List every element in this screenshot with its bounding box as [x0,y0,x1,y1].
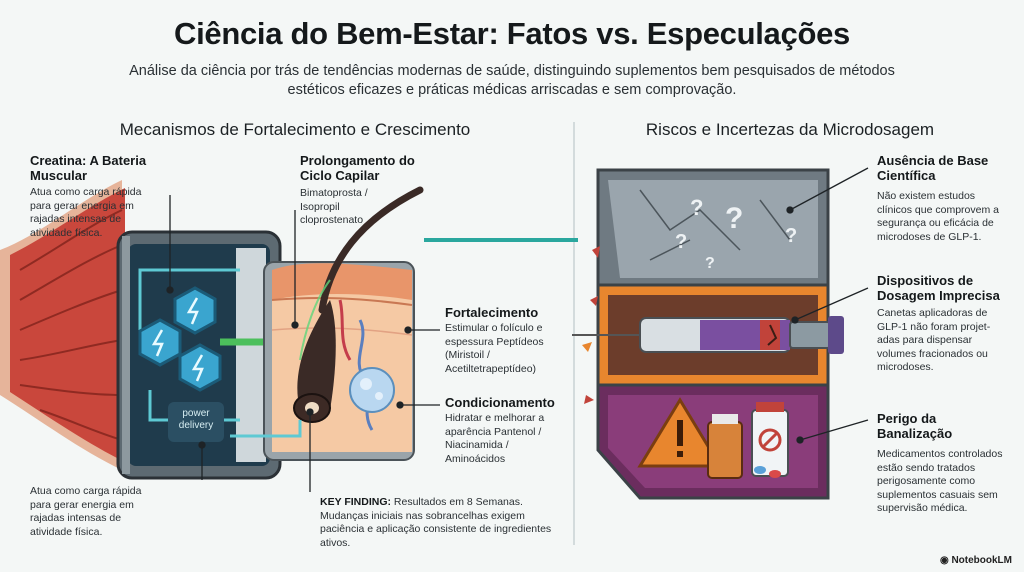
page-subtitle: Análise da ciência por trás de tendência… [129,63,895,98]
prolongamento-text: Bimatoprosta / Isopropil cloprostenato [300,187,368,226]
hexagon-energy-icon [138,318,182,367]
right-pointer-lines [786,167,869,444]
key-finding-headline: Resultados em 8 Semanas. [393,496,523,508]
question-mark-icon: ? [690,195,703,220]
ausencia-text: Não existem estudos clínicos que comprov… [877,190,999,243]
fortalecimento-text: Estimular o folículo e espessura Peptíde… [445,322,544,375]
prohibited-bottle-icon [751,409,789,477]
condicionamento-text: Hidratar e melhorar a aparência Pantenol… [445,412,545,465]
condicionamento-title: Condicionamento [445,395,555,410]
hexagon-energy-icon [178,343,222,392]
skin-cross-section [230,186,424,461]
left-section-heading: Mecanismos de Fortalecimento e Crescimen… [119,120,471,139]
battery-illustration [116,230,298,480]
ausencia-title: Ausência de Base Científica [877,153,989,183]
notebooklm-logo-icon: ◉ [939,555,952,566]
question-mark-icon: ? [785,225,797,247]
fortalecimento-title: Fortalecimento [445,305,539,320]
question-mark-icon: ? [675,231,687,253]
right-section-heading: Riscos e Incertezas da Microdosagem [645,120,935,139]
creatina-text: Atua como carga rápida para gerar energi… [30,186,142,239]
brand-label: NotebookLM [951,555,1012,566]
bottom-left-text: Atua como carga rápida para gerar energi… [30,485,142,538]
page-title: Ciência do Bem-Estar: Fatos vs. Especula… [174,16,850,51]
left-pointer-lines [166,195,440,492]
muscle-illustration [0,180,125,470]
dispositivos-text: Canetas aplicadoras de GLP-1 não foram p… [877,307,991,373]
key-finding-block: KEY FINDING: Resultados em 8 Semanas. Mu… [320,496,570,550]
key-finding-label: KEY FINDING: [320,496,391,508]
perigo-title: Perigo da Banalização [877,411,953,441]
key-finding-text: Mudanças iniciais nas sobrancelhas exige… [320,509,552,549]
power-delivery-label: power delivery [178,408,214,431]
hexagon-energy-icon [173,286,217,335]
pill-bottle-icon [707,421,743,479]
dispositivos-title: Dispositivos de Dosagem Imprecisa [877,273,1000,303]
notebooklm-brand: ◉ NotebookLM [940,555,1012,566]
question-mark-icon: ? [725,202,743,235]
cracked-vault-illustration: ? ? ? ? ? [572,168,844,500]
prolongamento-title: Prolongamento do Ciclo Capilar [300,153,415,183]
creatina-title: Creatina: A Bateria Muscular [30,153,147,183]
question-mark-icon: ? [705,255,715,272]
perigo-text: Medicamentos controlados estão sendo tra… [877,448,1003,514]
